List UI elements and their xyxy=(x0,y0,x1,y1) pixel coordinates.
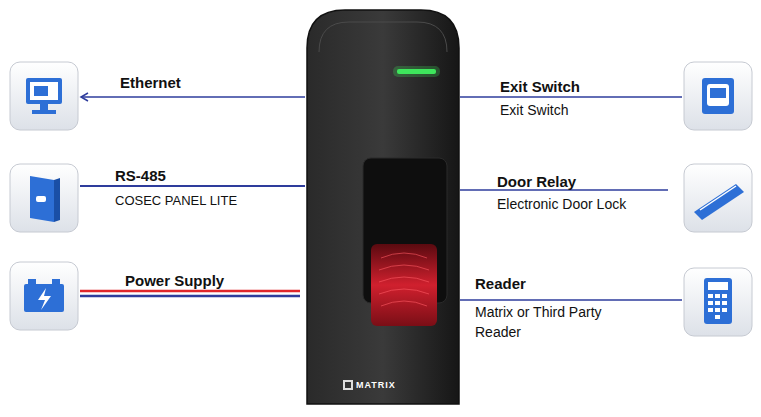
port-label: Ethernet xyxy=(120,72,270,93)
panel-icon xyxy=(10,164,78,232)
reader-device: MATRIX xyxy=(305,8,461,406)
device-label: COSEC PANEL LITE xyxy=(115,191,295,210)
device-label: Matrix or Third Party Reader xyxy=(475,302,640,342)
brand-logo: MATRIX xyxy=(356,379,396,391)
ethernet-icon xyxy=(10,62,78,130)
power-supply-icon xyxy=(10,262,78,330)
port-label: RS-485 xyxy=(115,165,265,186)
port-label: Door Relay xyxy=(497,171,647,192)
device-label: Exit Switch xyxy=(500,100,650,120)
reader-body xyxy=(305,8,461,406)
port-label: Exit Switch xyxy=(500,76,650,97)
exit-switch-icon xyxy=(684,62,752,130)
device-label: Electronic Door Lock xyxy=(497,194,667,214)
door-lock-icon xyxy=(684,164,752,232)
port-label: Reader xyxy=(475,273,625,294)
reader-icon xyxy=(684,268,752,336)
port-label: Power Supply xyxy=(125,270,285,291)
